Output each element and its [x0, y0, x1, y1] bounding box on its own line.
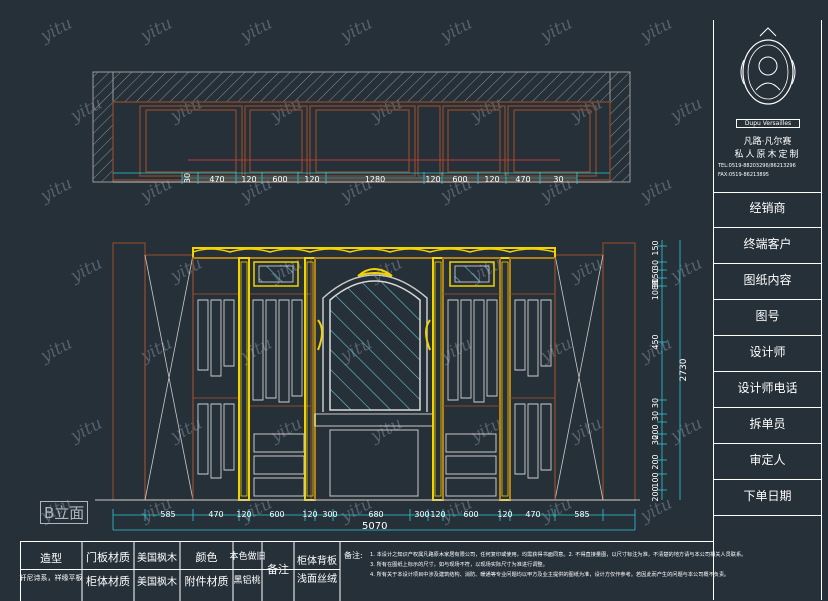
cabinet-material-label: 柜体材质 — [86, 575, 130, 588]
sidebar-field: 终端客户 — [713, 228, 822, 264]
logo-text: Dupu Versailles — [736, 119, 800, 128]
height-dimension-label: 30 — [651, 260, 660, 270]
height-dimension-label: 200 — [651, 424, 660, 439]
hardware-label: 附件材质 — [184, 575, 229, 588]
brand-name: 凡路·凡尔赛 — [743, 137, 792, 147]
sidebar-field: 设计师电话 — [713, 372, 822, 408]
notes-label: 备注: — [344, 551, 363, 560]
plan-dimension-label: 600 — [452, 175, 467, 184]
plan-dimension-label: 30 — [553, 175, 563, 184]
plan-dimension-label: 120 — [425, 175, 440, 184]
sidebar-field: 图号 — [713, 300, 822, 336]
height-total-label: 2730 — [679, 358, 689, 381]
elevation-dimension-label: 585 — [160, 510, 175, 519]
height-dimension-label: 30 — [651, 435, 660, 445]
color-label: 颜色 — [195, 551, 218, 564]
door-material-value: 美国枫木 — [137, 553, 177, 564]
view-label: B立面 — [40, 501, 89, 524]
back-panel-label: 柜体背板 — [297, 556, 337, 567]
back-panel-value: 浅面丝绒 — [297, 574, 337, 585]
plan-cabinets — [139, 105, 597, 177]
sidebar-field: 拆单员 — [713, 408, 822, 444]
height-dimension-label: 30 — [651, 278, 660, 288]
height-dimension-label: 150 — [651, 240, 660, 255]
plan-dimension-label: 30 — [183, 173, 192, 183]
elevation-dimension-label: 120 — [430, 510, 445, 519]
style-value: 轩尼诗系，祥缘平板 — [19, 574, 83, 582]
plan-dimension-label: 120 — [304, 175, 319, 184]
elevation-dimension-label: 470 — [525, 510, 540, 519]
title-block: 造型 轩尼诗系，祥缘平板 门板材质 美国枫木 颜色 本色做旧 柜体材质 美国枫木… — [20, 541, 747, 601]
plan-dimension-label: 470 — [209, 175, 224, 184]
style-label: 造型 — [40, 552, 62, 565]
height-dimension-label: 1088 — [651, 280, 660, 300]
remarks-label: 备注 — [267, 563, 289, 576]
sidebar-field: 下单日期 — [713, 480, 822, 516]
height-dimension-label: 150 — [651, 268, 660, 283]
plan-view — [92, 71, 631, 183]
height-dimension-label: 450 — [651, 334, 660, 349]
elevation-dimension-label: 120 — [497, 510, 512, 519]
sidebar-field: 审定人 — [713, 444, 822, 480]
notes-list: 1. 本设计之知识产权属凡路原木家居有限公司，任何复印或使用，均需获得书面同意。… — [370, 550, 747, 580]
brand-tel: TEL:0519-88203296/86213296 — [718, 163, 796, 169]
elevation-dimension-label: 120 — [236, 510, 251, 519]
sidebar: Dupu Versailles 凡路·凡尔赛 私人原木定制 TEL:0519-8… — [713, 20, 822, 600]
hardware-value: 黑铝桃 — [233, 576, 261, 586]
title-block-grid — [20, 542, 341, 601]
elevation-dimension-label: 680 — [368, 510, 383, 519]
elevation-dimension-label: 600 — [463, 510, 478, 519]
brand-fax: FAX:0519-86213895 — [718, 172, 769, 178]
height-dimension-label: 30 — [651, 411, 660, 421]
plan-dimension-row: 30 470 120 600 120 1280 120 600 120 470 30 — [181, 172, 578, 184]
elevation-view — [95, 242, 640, 501]
note-line: 1. 本设计之知识产权属凡路原木家居有限公司，任何复印或使用，均需获得书面同意。… — [370, 552, 747, 558]
plan-dimension-label: 600 — [272, 175, 287, 184]
door-material-label: 门板材质 — [86, 551, 130, 564]
height-dimension-label: 200 — [651, 486, 660, 501]
plan-dimension-label: 120 — [241, 175, 256, 184]
sidebar-field: 图纸内容 — [713, 264, 822, 300]
elevation-dimension-label: 470 — [208, 510, 223, 519]
sidebar-field: 经销商 — [713, 192, 822, 228]
elevation-dimension-label: 120 — [302, 510, 317, 519]
plan-dimension-label: 470 — [515, 175, 530, 184]
brand-block: Dupu Versailles 凡路·凡尔赛 私人原木定制 TEL:0519-8… — [714, 20, 821, 193]
hanging-clothes — [197, 299, 552, 479]
cabinet-material-value: 美国枫木 — [137, 577, 177, 588]
note-line: 3. 所有在图纸上标示的尺寸，如与现场不符，以现场实际尺寸为准进行调整。 — [370, 562, 548, 568]
elevation-dimension-label: 600 — [269, 510, 284, 519]
elevation-dimension-label: 585 — [574, 510, 589, 519]
elevation-dimension-label: 300 — [322, 510, 337, 519]
note-line: 4. 所有关于本设计项目中涉及建筑结构、消防、暖通等专业问题均以甲方及业主提供的… — [370, 572, 730, 578]
elevation-dimension-label: 300 — [414, 510, 429, 519]
height-dimension-label: 100 — [651, 472, 660, 487]
sidebar-field: 设计师 — [713, 336, 822, 372]
plan-dimension-label: 120 — [484, 175, 499, 184]
total-width-label: 5070 — [362, 521, 388, 532]
brand-logo — [740, 27, 796, 105]
height-dimension-label: 200 — [651, 454, 660, 469]
plan-dimension-label: 1280 — [365, 175, 385, 184]
height-dimension-label: 30 — [651, 398, 660, 408]
brand-slogan: 私人原木定制 — [734, 150, 801, 160]
color-value: 本色做旧 — [229, 552, 266, 562]
